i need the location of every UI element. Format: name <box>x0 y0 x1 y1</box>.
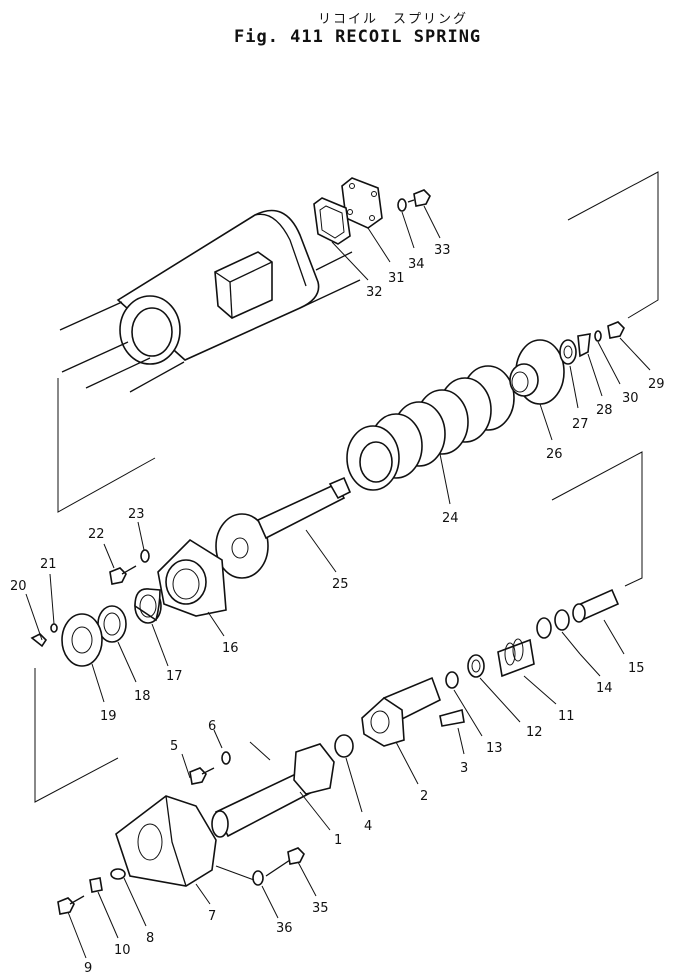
track-frame-housing <box>59 209 361 393</box>
leader-lines <box>25 205 651 959</box>
washer-23 <box>140 549 150 563</box>
callout-27: 27 <box>572 417 589 432</box>
washer-8 <box>110 868 126 880</box>
spring-seat-26 <box>509 339 565 405</box>
washer-30 <box>594 330 602 342</box>
bolt-33 <box>407 189 431 207</box>
callout-22: 22 <box>88 527 105 542</box>
ring-13 <box>445 671 459 689</box>
lock-10 <box>89 877 103 893</box>
callout-16: 16 <box>222 641 239 656</box>
plate-19 <box>61 613 103 667</box>
callout-1: 1 <box>334 833 342 848</box>
callout-15: 15 <box>628 661 645 676</box>
pipe-15 <box>572 588 620 623</box>
callout-32: 32 <box>366 285 383 300</box>
callout-33: 33 <box>434 243 451 258</box>
callout-4: 4 <box>364 819 372 834</box>
bolt-9 <box>57 895 85 915</box>
callout-20: 20 <box>10 579 27 594</box>
callout-3: 3 <box>460 761 468 776</box>
callout-18: 18 <box>134 689 151 704</box>
callout-30: 30 <box>622 391 639 406</box>
figure-title: Fig. 411 RECOIL SPRING <box>234 27 482 47</box>
callout-24: 24 <box>442 511 459 526</box>
washer-6 <box>221 751 231 765</box>
cylinder-2 <box>361 676 441 747</box>
callout-5: 5 <box>170 739 178 754</box>
callout-34: 34 <box>408 257 425 272</box>
callout-28: 28 <box>596 403 613 418</box>
callout-12: 12 <box>526 725 543 740</box>
callout-7: 7 <box>208 909 216 924</box>
yoke-1 <box>211 743 335 838</box>
callout-19: 19 <box>100 709 117 724</box>
callout-13: 13 <box>486 741 503 756</box>
figure-title-japanese: リコイル スプリング <box>318 12 469 27</box>
callout-11: 11 <box>558 709 575 724</box>
lock-28 <box>577 333 591 358</box>
bolt-20 <box>30 633 48 648</box>
washer-21 <box>50 623 58 633</box>
bearing-18 <box>97 605 127 643</box>
callout-14: 14 <box>596 681 613 696</box>
nut-12 <box>467 654 485 678</box>
gasket-32 <box>313 197 351 245</box>
callout-21: 21 <box>40 557 57 572</box>
frame-lines <box>34 171 659 803</box>
callout-26: 26 <box>546 447 563 462</box>
rod-25 <box>215 476 352 579</box>
callout-numbers: 1 2 3 4 5 6 7 8 9 10 11 12 13 14 15 16 1… <box>10 243 665 972</box>
callout-9: 9 <box>84 961 92 972</box>
callout-31: 31 <box>388 271 405 286</box>
washer-36 <box>252 870 264 886</box>
callout-17: 17 <box>166 669 183 684</box>
callout-23: 23 <box>128 507 145 522</box>
recoil-spring-24 <box>346 365 515 491</box>
callout-36: 36 <box>276 921 293 936</box>
holder-7 <box>115 795 217 887</box>
grease-fitting-3 <box>439 708 465 727</box>
bolt-29 <box>607 321 625 339</box>
bracket-16 <box>157 538 227 617</box>
o-ring-4 <box>334 734 354 758</box>
bolt-5 <box>189 767 215 785</box>
callout-35: 35 <box>312 901 329 916</box>
seals-14 <box>536 609 570 639</box>
callout-2: 2 <box>420 789 428 804</box>
washer-34 <box>397 198 407 212</box>
bushing-17 <box>134 588 162 624</box>
piston-11 <box>497 638 535 678</box>
nut-27 <box>559 339 577 365</box>
bolt-35 <box>265 847 305 877</box>
callout-25: 25 <box>332 577 349 592</box>
callout-6: 6 <box>208 719 216 734</box>
callout-10: 10 <box>114 943 131 958</box>
callout-29: 29 <box>648 377 665 392</box>
bolt-22 <box>109 565 137 585</box>
callout-8: 8 <box>146 931 154 946</box>
